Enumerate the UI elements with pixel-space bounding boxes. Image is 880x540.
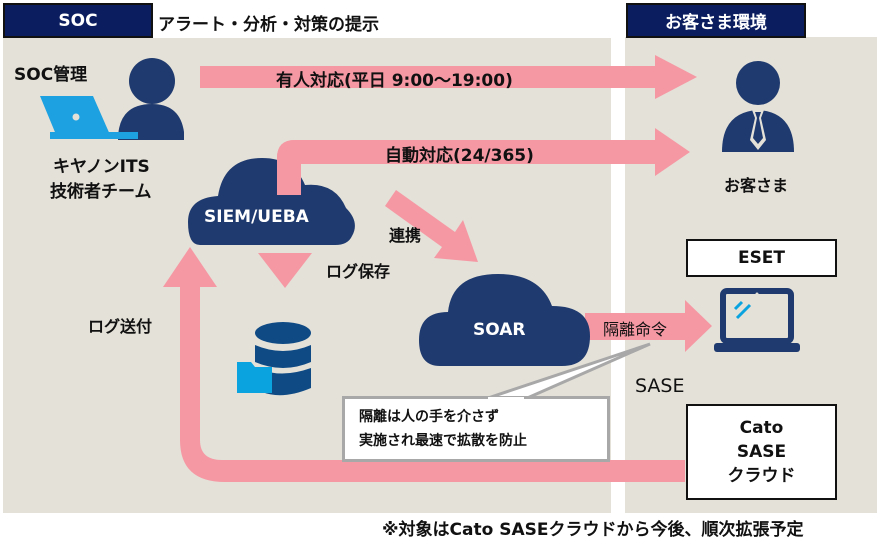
sase-label: SASE [635,375,685,397]
customer-label: お客さま [724,176,789,195]
soc-header-label: SOC [58,10,98,31]
cato-sase-box: Cato SASE クラウド [686,404,837,500]
laptop-icon-soc [40,96,138,139]
callout-line2: 実施され最速で拡散を防止 [359,433,527,449]
log-storage-arrow [258,253,312,288]
soc-person-icon [118,58,184,140]
footnote: ※対象はCato SASEクラウドから今後、順次拡張予定 [382,520,804,540]
soar-label: SOAR [473,320,526,340]
customer-person-icon [722,61,794,152]
isolation-command-label: 隔離命令 [603,320,668,339]
soc-header: SOC [3,3,153,38]
callout-line1: 隔離は人の手を介さず [359,409,499,425]
soc-subtitle: アラート・分析・対策の提示 [158,15,379,35]
integration-arrow [385,190,478,262]
customer-header: お客さま環境 [626,3,806,38]
team-label-line2: 技術者チーム [50,182,152,202]
soar-cloud-icon [419,274,590,366]
manual-response-label: 有人対応(平日 9:00〜19:00) [276,71,513,91]
log-storage-label: ログ保存 [326,262,391,281]
eset-laptop-icon [714,288,800,352]
log-send-label: ログ送付 [88,317,153,336]
eset-box: ESET [686,239,837,277]
auto-response-arrow [277,128,690,195]
manual-response-arrow [200,55,697,99]
callout-joint [488,397,524,401]
isolation-callout: 隔離は人の手を介さず 実施され最速で拡散を防止 [342,396,610,462]
cato-line3: クラウド [727,466,796,486]
siem-cloud-icon [188,158,355,245]
isolation-arrow [585,300,712,352]
database-icon [237,322,311,396]
integration-label: 連携 [389,226,422,245]
customer-header-label: お客さま環境 [665,13,767,33]
auto-response-label: 自動対応(24/365) [385,146,534,166]
soc-management-label: SOC管理 [14,65,88,85]
cato-line2: SASE [736,442,787,462]
eset-label: ESET [737,248,786,268]
cato-line1: Cato [739,418,784,438]
team-label-line1: キヤノンITS [53,157,150,177]
siem-label: SIEM/UEBA [204,207,309,227]
